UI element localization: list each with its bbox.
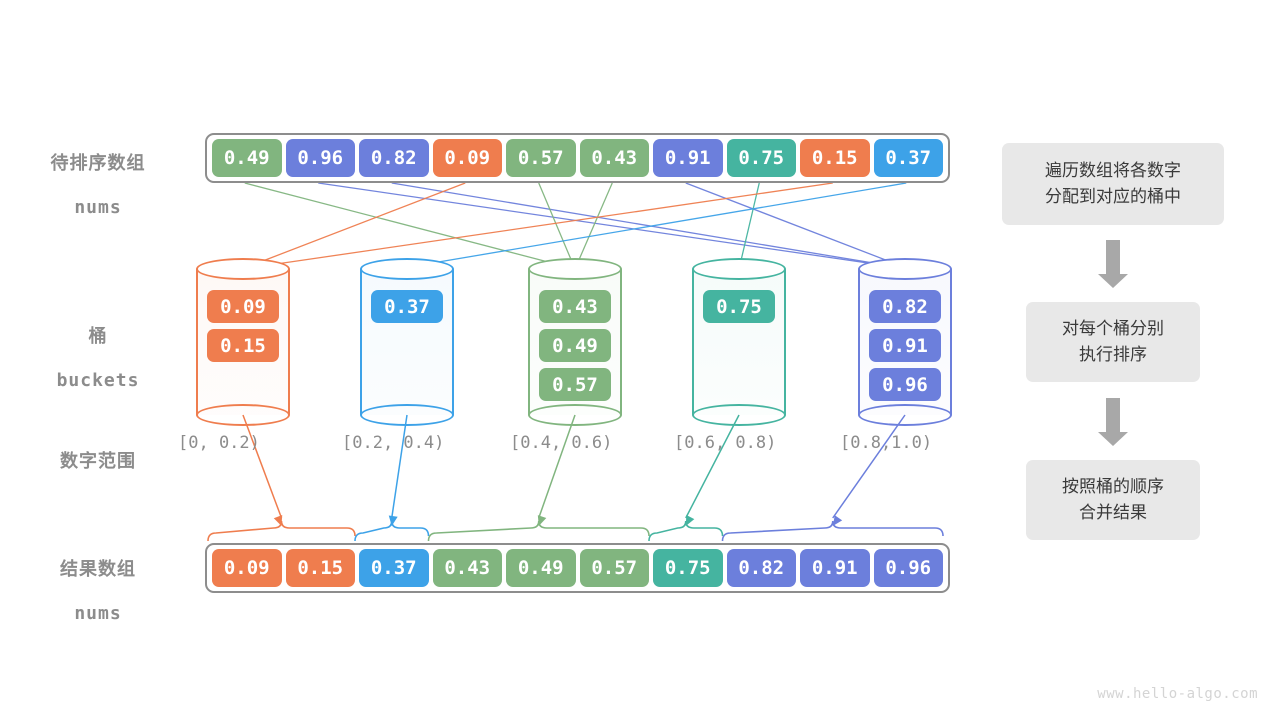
bucket-top: [858, 258, 952, 280]
bucket-2: 0.43 0.49 0.57: [528, 258, 622, 426]
result-array-cell: 0.49: [506, 549, 576, 587]
number-range-label: [0.8,1.0): [840, 433, 933, 453]
bucket-item: 0.96: [869, 368, 941, 401]
label-input-array-en: nums: [74, 196, 122, 218]
bucket-1: 0.37: [360, 258, 454, 426]
result-array-cell: 0.57: [579, 549, 649, 587]
number-range-label: [0.4, 0.6): [510, 433, 613, 453]
label-buckets-en: buckets: [56, 369, 140, 391]
flow-step-2-line-2: 执行排序: [1079, 345, 1147, 365]
bucket-4: 0.82 0.91 0.96: [858, 258, 952, 426]
bucket-item: 0.37: [371, 290, 443, 323]
input-array-cell: 0.82: [359, 139, 429, 177]
bucket-item: 0.91: [869, 329, 941, 362]
flow-step-3-line-1: 按照桶的顺序: [1062, 476, 1164, 497]
input-array-cell: 0.09: [432, 139, 502, 177]
bucket-item: 0.49: [539, 329, 611, 362]
label-result-array-cn: 结果数组: [60, 559, 136, 581]
result-array-cell: 0.82: [726, 549, 796, 587]
label-buckets-cn: 桶: [88, 326, 108, 348]
label-buckets: 桶 buckets: [18, 305, 178, 412]
label-input-array-cn: 待排序数组: [50, 153, 146, 175]
bucket-3: 0.75: [692, 258, 786, 426]
result-array-cell: 0.91: [800, 549, 870, 587]
number-range-label: [0, 0.2): [178, 433, 260, 453]
watermark: www.hello-algo.com: [1097, 686, 1258, 702]
label-number-range-cn: 数字范围: [60, 451, 136, 473]
bucket-item: 0.82: [869, 290, 941, 323]
input-array-cell: 0.37: [873, 139, 943, 177]
bucket-bottom: [528, 404, 622, 426]
bucket-item: 0.75: [703, 290, 775, 323]
bucket-bottom: [196, 404, 290, 426]
input-array-cell: 0.75: [726, 139, 796, 177]
flow-step-2-line-1: 对每个桶分别: [1062, 318, 1164, 339]
input-array-cell: 0.49: [212, 139, 282, 177]
flow-step-3-line-2: 合并结果: [1079, 503, 1147, 523]
flow-step-1: 遍历数组将各数字 分配到对应的桶中: [1002, 143, 1224, 225]
number-range-label: [0.6, 0.8): [674, 433, 777, 453]
flow-step-3: 按照桶的顺序 合并结果: [1026, 460, 1200, 540]
number-range-label: [0.2, 0.4): [342, 433, 445, 453]
input-array-cell: 0.15: [800, 139, 870, 177]
input-array-cell: 0.96: [285, 139, 355, 177]
bucket-bottom: [692, 404, 786, 426]
bucket-item: 0.15: [207, 329, 279, 362]
result-array-cell: 0.75: [653, 549, 723, 587]
label-result-array-en: nums: [74, 602, 122, 624]
bucket-item: 0.09: [207, 290, 279, 323]
bucket-top: [528, 258, 622, 280]
bucket-0: 0.09 0.15: [196, 258, 290, 426]
flow-step-1-line-2: 分配到对应的桶中: [1045, 187, 1181, 207]
bucket-bottom: [360, 404, 454, 426]
bucket-top: [196, 258, 290, 280]
result-array-cell: 0.43: [432, 549, 502, 587]
bucket-top: [360, 258, 454, 280]
result-array-cell: 0.09: [212, 549, 282, 587]
result-array-cell: 0.96: [873, 549, 943, 587]
bucket-item: 0.57: [539, 368, 611, 401]
bucket-top: [692, 258, 786, 280]
flow-step-1-line-1: 遍历数组将各数字: [1045, 160, 1181, 181]
bucket-item: 0.43: [539, 290, 611, 323]
flow-step-2: 对每个桶分别 执行排序: [1026, 302, 1200, 382]
label-number-range: 数字范围: [18, 430, 178, 494]
result-array-cell: 0.15: [285, 549, 355, 587]
bucket-bottom: [858, 404, 952, 426]
input-array-cell: 0.91: [653, 139, 723, 177]
input-array-cell: 0.57: [506, 139, 576, 177]
input-array-cell: 0.43: [579, 139, 649, 177]
result-array-cell: 0.37: [359, 549, 429, 587]
label-result-array: 结果数组 nums: [18, 538, 178, 645]
label-input-array: 待排序数组 nums: [18, 132, 178, 239]
